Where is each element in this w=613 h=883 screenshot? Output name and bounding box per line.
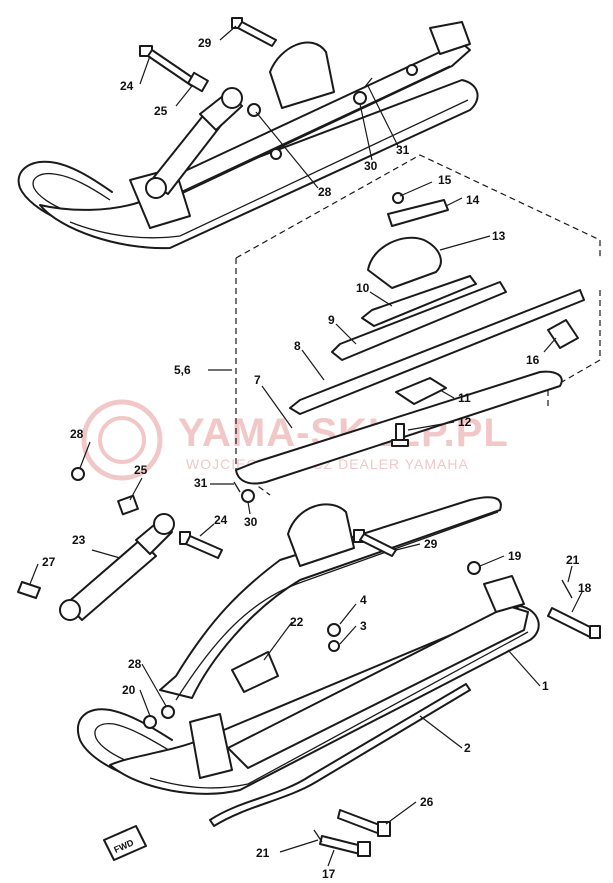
shock-absorber-23 — [59, 513, 175, 621]
callout-20: 20 — [122, 683, 136, 697]
nut-20 — [143, 715, 157, 729]
callout-31: 31 — [396, 143, 410, 157]
callout-28: 28 — [318, 185, 332, 199]
callout-26: 26 — [420, 795, 434, 809]
top-nut-30 — [353, 91, 367, 105]
callout-11: 11 — [458, 391, 471, 405]
callout-25: 25 — [154, 104, 168, 118]
bracket-22 — [231, 651, 279, 693]
watermark-logo-icon — [81, 399, 163, 481]
callout-8: 8 — [294, 339, 301, 353]
clamp-plate-14 — [387, 199, 449, 227]
bolt-26 — [337, 809, 391, 837]
callout-27: 27 — [42, 555, 56, 569]
washer-3 — [328, 640, 340, 652]
fwd-arrow-icon — [103, 825, 147, 861]
bottom-saddle — [287, 503, 355, 567]
nut-19 — [467, 561, 481, 575]
callout-17: 17 — [322, 867, 336, 881]
callout-25-lower: 25 — [134, 463, 148, 477]
callout-21-upper: 21 — [566, 553, 580, 567]
top-leaf-spring-2 — [167, 65, 451, 199]
callout-30-lower: 30 — [244, 515, 258, 529]
callout-30: 30 — [364, 159, 378, 173]
callout-5-6: 5,6 — [174, 363, 191, 377]
pin-21-lower — [313, 829, 323, 843]
callout-12: 12 — [458, 415, 472, 429]
fwd-direction-badge: FWD — [103, 825, 147, 861]
bottom-leaf-spring — [159, 496, 502, 699]
nut-28-upper — [71, 467, 85, 481]
collar-16 — [547, 319, 579, 349]
bolt-29 — [353, 529, 397, 557]
nut-30 — [241, 489, 255, 503]
callout-24: 24 — [120, 79, 134, 93]
callout-13: 13 — [492, 229, 506, 243]
callout-28-upper: 28 — [70, 427, 84, 441]
callout-19: 19 — [508, 549, 522, 563]
bottom-ski-runner — [227, 605, 529, 769]
nut-4 — [327, 623, 341, 637]
leader-lines — [29, 25, 583, 867]
top-pin-31 — [363, 77, 373, 89]
watermark-logo-inner-icon — [98, 416, 146, 464]
callout-28-lower: 28 — [128, 657, 142, 671]
top-rear-bracket — [429, 21, 471, 55]
bolt-17 — [319, 835, 371, 857]
wear-rod-2 — [209, 683, 471, 827]
callout-15: 15 — [438, 173, 452, 187]
callout-4: 4 — [360, 593, 367, 607]
exploded-spring-group — [235, 154, 601, 496]
leaf-spring-9 — [331, 281, 507, 361]
callout-10: 10 — [356, 281, 370, 295]
pin-21-upper — [561, 579, 573, 599]
bottom-rear-bracket — [483, 575, 525, 613]
top-shock-absorber — [145, 87, 243, 199]
leaf-spring-10 — [361, 275, 477, 327]
bolt-12 — [391, 423, 409, 447]
top-saddle-bracket — [269, 41, 335, 109]
callout-2: 2 — [464, 741, 471, 755]
top-bolt-24 — [139, 45, 197, 87]
nut-28-lower — [161, 705, 175, 719]
callout-21-lower: 21 — [256, 846, 270, 860]
callout-labels: 29 24 25 28 30 31 15 14 13 10 9 8 5,6 7 … — [42, 36, 592, 881]
pin-31 — [233, 481, 241, 493]
callout-14: 14 — [466, 193, 480, 207]
top-nut-rear — [406, 64, 418, 76]
collar-25 — [117, 494, 139, 516]
top-nut-front — [270, 148, 282, 160]
bottom-leaf-spring-2 — [175, 511, 499, 701]
bottom-ski-rail — [149, 631, 529, 789]
leaf-spring-8 — [289, 289, 585, 415]
top-collar-25 — [187, 71, 209, 93]
callout-29-lower: 29 — [424, 537, 438, 551]
callout-29: 29 — [198, 36, 212, 50]
callout-3: 3 — [360, 619, 367, 633]
wear-pad-11 — [395, 377, 447, 405]
callout-22: 22 — [290, 615, 304, 629]
callout-31-lower: 31 — [194, 476, 208, 490]
callout-23: 23 — [72, 533, 86, 547]
bolt-18 — [547, 607, 601, 639]
pin-27 — [17, 581, 41, 599]
top-ski-rail — [69, 99, 469, 239]
washer-15 — [392, 192, 404, 204]
callout-24-lower: 24 — [214, 513, 228, 527]
spring-saddle-13 — [367, 236, 442, 289]
callout-18: 18 — [578, 581, 592, 595]
bottom-ski-assembly — [17, 467, 601, 857]
bolt-24 — [179, 531, 223, 559]
bottom-front-bracket — [189, 713, 233, 779]
top-ski-assembly — [17, 17, 479, 250]
callout-9: 9 — [328, 313, 335, 327]
callout-1: 1 — [542, 679, 549, 693]
callout-7: 7 — [254, 373, 261, 387]
top-bolt-29 — [231, 17, 277, 47]
callout-16: 16 — [526, 353, 540, 367]
